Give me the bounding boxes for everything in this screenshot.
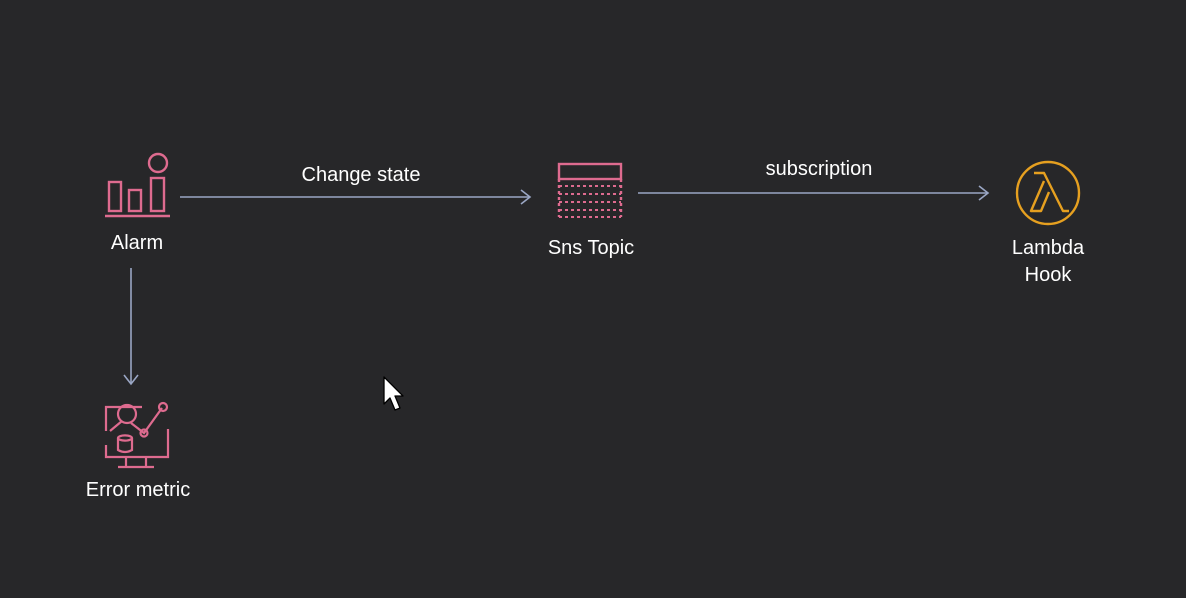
- edge-change-state-arrow: [180, 189, 532, 205]
- lambda-hook-label-line2: Hook: [1024, 264, 1072, 286]
- metric-monitor-icon: [104, 401, 170, 469]
- lambda-hook-label-line1: Lambda: [1011, 237, 1085, 259]
- edge-alarm-to-metric-arrow: [123, 268, 139, 386]
- subscription-edge-label: subscription: [765, 158, 873, 180]
- mouse-pointer-icon: [383, 376, 404, 411]
- lambda-hook-label: Lambda Hook: [998, 235, 1098, 289]
- edge-subscription-arrow: [638, 185, 990, 201]
- sns-topic-icon: [557, 162, 623, 218]
- change-state-edge-label: Change state: [301, 164, 421, 186]
- error-metric-label: Error metric: [85, 479, 191, 501]
- alarm-chart-icon: [105, 152, 170, 218]
- alarm-label: Alarm: [110, 232, 164, 254]
- sns-topic-label: Sns Topic: [547, 237, 635, 259]
- lambda-icon: [1015, 160, 1081, 226]
